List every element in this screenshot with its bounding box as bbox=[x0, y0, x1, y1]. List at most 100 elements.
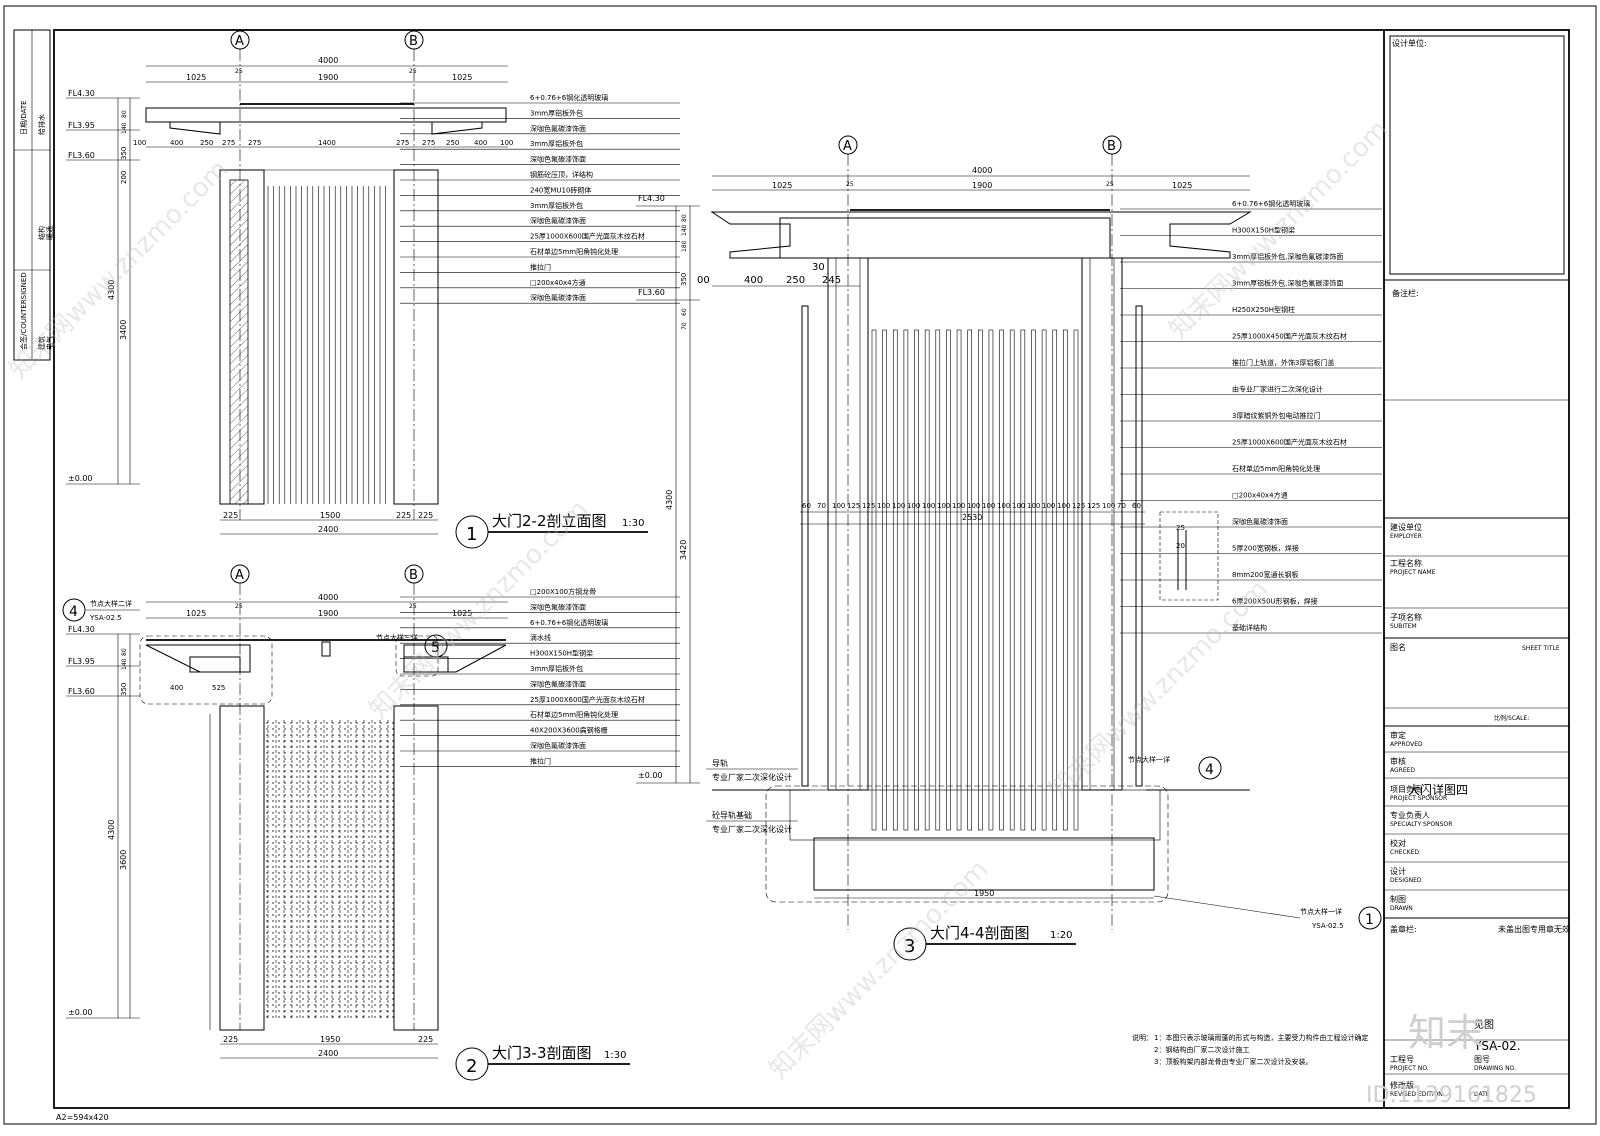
v3-left-note-3: 专业厂家二次深化设计 bbox=[712, 824, 792, 834]
v2-notes-item: 深咖色氟碳漆饰面 bbox=[530, 679, 586, 688]
v3-gate-bar bbox=[999, 329, 1004, 831]
tb-drawing-no-en: DRAWING NO. bbox=[1474, 1065, 1516, 1072]
v3-dim-1900: 1900 bbox=[972, 181, 992, 190]
v2-mid-400: 400 bbox=[170, 684, 183, 692]
v2-bot-225b: 225 bbox=[418, 1035, 433, 1044]
strip-hvac: 暖通 bbox=[45, 226, 54, 240]
v1-notes-item: 石材单边5mm阳角钝化处理 bbox=[530, 247, 618, 256]
v3-gate-bar bbox=[935, 329, 941, 831]
v2-level-430: FL4.30 bbox=[68, 625, 95, 634]
v3-bar-dim: 100 bbox=[877, 502, 890, 510]
tb-sponsor-cn: 项目负责人 bbox=[1390, 784, 1430, 794]
v1-title: 大门2-2剖立面图 bbox=[492, 512, 607, 530]
v3-gate-bar bbox=[1063, 329, 1068, 831]
v1-dim-1900: 1900 bbox=[318, 73, 338, 82]
v2-callout-4-ref: YSA-02.5 bbox=[89, 614, 122, 622]
v2-dim-4000: 4000 bbox=[318, 593, 338, 602]
tb-sheet-name: 大门详图四 bbox=[1408, 782, 1468, 797]
v2-notes-item: 25厚1000X600国产光面灰木纹石材 bbox=[530, 695, 645, 704]
v3-notes-item: H300X150H型钢梁 bbox=[1232, 226, 1295, 235]
v1-notes-item: 3mm厚铝板外包 bbox=[530, 108, 583, 117]
tb-drawn-cn: 制图 bbox=[1390, 894, 1406, 904]
watermark-logo: 知末 bbox=[1408, 1011, 1484, 1055]
v2-vdim-140: 140 bbox=[121, 658, 128, 670]
v3-gate-bar bbox=[1020, 329, 1026, 831]
v1-vdim-350: 350 bbox=[120, 147, 128, 160]
remarks-item-2: 2：钢结构由厂家二次设计施工 bbox=[1154, 1045, 1249, 1054]
v3-vdim-4300: 4300 bbox=[665, 490, 674, 510]
tb-sheet-cn: 图名 bbox=[1390, 642, 1406, 652]
v3-bar-dim: 100 bbox=[982, 502, 995, 510]
v1-vdim-3400: 3400 bbox=[119, 320, 128, 340]
tb-approved-cn: 审定 bbox=[1390, 730, 1406, 740]
strip-architecture: 建筑 bbox=[37, 336, 46, 350]
v2-notes-item: 石材单边5mm阳角钝化处理 bbox=[530, 710, 618, 719]
v3-bar-dim: 100 bbox=[1102, 502, 1115, 510]
v1-mid-2: 250 bbox=[200, 139, 213, 147]
v3-grid-label-b: B bbox=[1107, 139, 1116, 154]
v3-bar-dim: 100 bbox=[937, 502, 950, 510]
v3-callout-4-bubble bbox=[1198, 756, 1222, 780]
v2-callout-4-label: 节点大样二详 bbox=[90, 599, 132, 608]
tb-drawing-no: YSA-02. bbox=[1473, 1039, 1521, 1053]
v2-notes: □200X100方钢龙骨深咖色氟碳漆饰面6+0.76+6钢化透明玻璃滴水线H30… bbox=[400, 587, 680, 767]
tb-employer-cn: 建设单位 bbox=[1390, 522, 1422, 532]
v3-bar-dim: 125 bbox=[1087, 502, 1100, 510]
v3-vdim-140: 140 bbox=[681, 224, 688, 236]
v3-gate-bar bbox=[1031, 329, 1036, 831]
tb-designed-cn: 设计 bbox=[1390, 866, 1406, 876]
v2-notes-item: 深咖色氟碳漆饰面 bbox=[530, 602, 586, 611]
v3-level-430: FL4.30 bbox=[638, 194, 665, 203]
v3-bar-dim: 60 bbox=[1132, 502, 1141, 510]
v3-gate-bar bbox=[924, 329, 930, 831]
v2-vdim-4300: 4300 bbox=[107, 820, 116, 840]
v3-notes-item: 基础详结构 bbox=[1232, 623, 1267, 632]
v1-notes-item: □200x40x4方通 bbox=[530, 278, 586, 287]
tb-project-cn: 工程名称 bbox=[1390, 558, 1422, 568]
v1-level-430: FL4.30 bbox=[68, 89, 95, 98]
v3-gate-bar bbox=[956, 329, 962, 831]
v3-dim-1025a: 1025 bbox=[772, 181, 792, 190]
v2-callout-5-label: 节点大样三详 bbox=[376, 633, 418, 642]
v3-gate-bar bbox=[914, 329, 919, 831]
v3-bar-dim: 100 bbox=[907, 502, 920, 510]
v2-notes-item: 滴水线 bbox=[530, 633, 551, 642]
v1-dim-4000: 4000 bbox=[318, 56, 338, 65]
v1-mid-10: 100 bbox=[500, 139, 513, 147]
v3-notes-item: 25厚1000X450国产光面灰木纹石材 bbox=[1232, 332, 1347, 341]
v3-slat-group bbox=[871, 329, 1079, 831]
v3-bar-dim: 100 bbox=[1057, 502, 1070, 510]
v1-dim-1025b: 1025 bbox=[452, 73, 472, 82]
v1-level-000: ±0.00 bbox=[68, 474, 93, 483]
v1-vdim-4300: 4300 bbox=[107, 280, 116, 300]
v2-notes-item: 40X200X3600扁钢格栅 bbox=[530, 726, 608, 735]
watermark-text-4: 知末网www.znzmo.com bbox=[1044, 574, 1275, 805]
v2-vdim-3600: 3600 bbox=[119, 850, 128, 870]
v2-notes-item: 深咖色氟碳漆饰面 bbox=[530, 741, 586, 750]
v2-level-395: FL3.95 bbox=[68, 657, 95, 666]
outer-border bbox=[3, 5, 1597, 1125]
v2-grid-label-a: A bbox=[235, 568, 244, 583]
v3-bar-dim: 125 bbox=[862, 502, 875, 510]
v3-bar-dim: 100 bbox=[892, 502, 905, 510]
tb-project-no-cn: 工程号 bbox=[1390, 1055, 1414, 1064]
sheet-size-label: A2=594x420 bbox=[56, 1113, 109, 1122]
v2-notes-item: 3mm厚铝板外包 bbox=[530, 664, 583, 673]
v1-mid-5: 1400 bbox=[318, 139, 336, 147]
v3-notes-item: □200x40x4方通 bbox=[1232, 491, 1288, 500]
tb-specialty-en: SPECIALTY SPONSOR bbox=[1390, 821, 1452, 828]
inner-border bbox=[53, 29, 1570, 1109]
tb-checked-en: CHECKED bbox=[1390, 849, 1419, 856]
v1-mid-0: 100 bbox=[133, 139, 146, 147]
v3-gate-bar bbox=[978, 329, 983, 831]
strip-countersigned: 会签/COUNTERSIGNED bbox=[19, 272, 28, 350]
v1-bot-225c: 225 bbox=[418, 511, 433, 520]
v3-gate-bar bbox=[903, 329, 909, 831]
remarks-title: 说明： bbox=[1132, 1033, 1153, 1042]
v3-callout-1-label: 节点大样一详 bbox=[1300, 907, 1342, 916]
v2-dim-1900: 1900 bbox=[318, 609, 338, 618]
view-3-section: A B 4000 1025 25 1900 25 1025 FL4.30 FL3… bbox=[636, 135, 1382, 961]
v1-notes-item: 钢筋砼压顶，详结构 bbox=[530, 170, 593, 179]
tb-agreed-en: AGREED bbox=[1390, 767, 1415, 774]
v1-vdim-140: 140 bbox=[121, 122, 128, 134]
